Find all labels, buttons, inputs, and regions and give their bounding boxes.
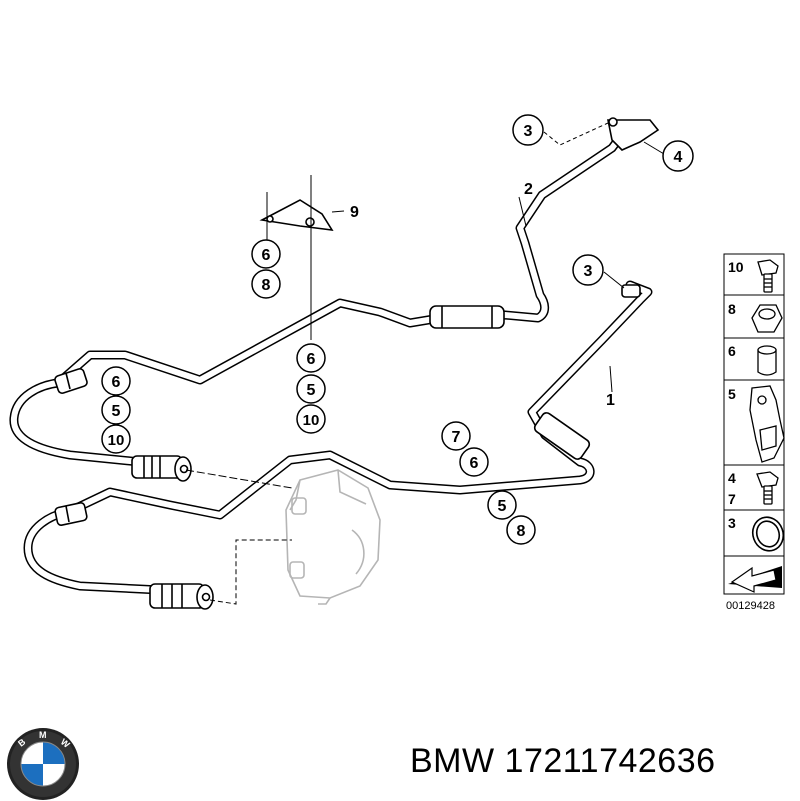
legend-number-8: 8 (728, 301, 736, 317)
svg-text:3: 3 (584, 263, 593, 280)
callout-7: 7 (441, 421, 471, 451)
callout-6-a: 6 (251, 239, 281, 269)
svg-text:10: 10 (303, 412, 320, 429)
callout-3-mid: 3 (572, 254, 604, 286)
legend-number-4: 4 (728, 470, 736, 486)
svg-text:8: 8 (517, 523, 526, 540)
direction-arrow-icon (728, 566, 782, 593)
seal-ring-icon (751, 516, 785, 552)
leader-lines (185, 122, 665, 605)
bracket-9 (259, 199, 334, 232)
hose-sleeve-upper (429, 305, 505, 329)
label-part-1: 1 (606, 392, 615, 409)
callout-3-top: 3 (512, 114, 544, 146)
part-caption: BMW 17211742636 (410, 742, 716, 781)
oil-cooler-housing (285, 469, 381, 605)
svg-text:5: 5 (498, 498, 507, 515)
callout-6-b: 6 (296, 343, 326, 373)
pipe-lines (9, 127, 653, 605)
banjo-fittings (131, 455, 214, 610)
clip-icon (749, 385, 785, 463)
svg-text:10: 10 (108, 432, 125, 449)
legend-number-6: 6 (728, 343, 736, 359)
callout-10-b: 10 (296, 404, 326, 434)
svg-text:B: B (16, 736, 28, 748)
svg-text:6: 6 (470, 455, 479, 472)
nut-icon (751, 304, 783, 333)
diagram-number: 00129428 (726, 600, 775, 612)
callout-5-b: 5 (296, 374, 326, 404)
svg-text:3: 3 (524, 123, 533, 140)
callout-6-d: 6 (459, 447, 489, 477)
callout-8-d: 8 (506, 515, 536, 545)
part-number: 17211742636 (504, 742, 716, 780)
bolt-icon (757, 259, 779, 293)
legend-number-5: 5 (728, 386, 736, 402)
top-fitting (607, 119, 660, 151)
svg-text:6: 6 (112, 374, 121, 391)
callout-8-a: 8 (251, 269, 281, 299)
svg-text:6: 6 (307, 351, 316, 368)
svg-text:6: 6 (262, 247, 271, 264)
legend-number-3: 3 (728, 515, 736, 531)
svg-text:M: M (39, 730, 47, 740)
svg-text:5: 5 (112, 403, 121, 420)
parts-legend: 10 8 6 5 4 7 (723, 253, 785, 612)
label-part-2: 2 (524, 181, 533, 198)
callout-6-c: 6 (101, 366, 131, 396)
bolt-icon (756, 471, 779, 505)
svg-text:8: 8 (262, 277, 271, 294)
legend-number-7: 7 (728, 491, 736, 507)
hose-sleeve-lower (533, 412, 591, 460)
sleeve-icon (757, 345, 777, 376)
label-part-9: 9 (350, 204, 359, 221)
pipe-fittings (54, 117, 660, 526)
callout-4: 4 (662, 140, 694, 172)
bmw-logo: B M W (7, 728, 79, 800)
svg-text:7: 7 (452, 429, 461, 446)
callout-5-c: 5 (101, 395, 131, 425)
svg-text:5: 5 (307, 382, 316, 399)
brand-name: BMW (410, 742, 495, 780)
callout-10-c: 10 (101, 424, 131, 454)
svg-text:4: 4 (674, 149, 683, 166)
legend-number-10: 10 (728, 259, 744, 275)
callout-5-d: 5 (487, 490, 517, 520)
